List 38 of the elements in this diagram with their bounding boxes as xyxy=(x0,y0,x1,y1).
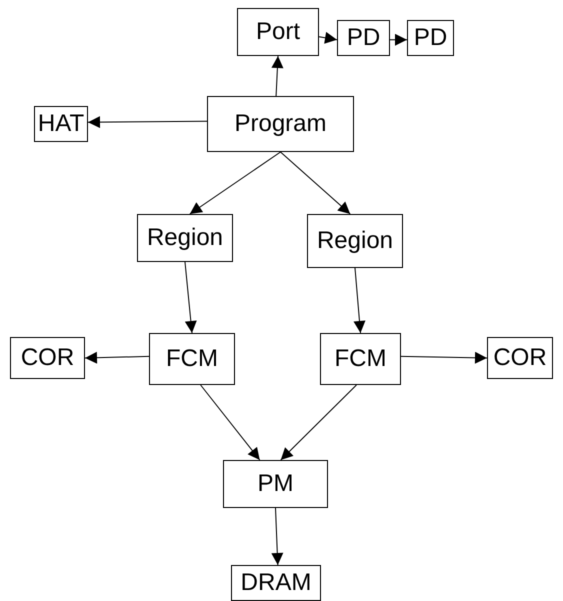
arrow xyxy=(280,152,351,214)
process-box xyxy=(149,333,235,385)
arrow xyxy=(390,34,408,46)
box-label: Port xyxy=(256,18,300,46)
box-label: PD xyxy=(346,24,380,52)
process-box xyxy=(10,337,85,379)
arrow xyxy=(354,268,366,334)
process-box xyxy=(207,96,354,152)
box-label: PD xyxy=(414,24,448,52)
process-box xyxy=(337,20,390,56)
process-box xyxy=(320,333,401,385)
box-label: DRAM xyxy=(240,569,312,597)
box-label: HAT xyxy=(38,110,84,138)
box-label: PM xyxy=(258,470,294,498)
arrow xyxy=(271,508,284,566)
arrow xyxy=(271,56,284,96)
process-box xyxy=(137,214,233,262)
box-label: Region xyxy=(316,227,394,255)
arrow xyxy=(189,152,281,214)
box-label: FCM xyxy=(166,345,218,373)
arrow xyxy=(400,352,488,364)
arrow xyxy=(280,384,357,460)
box-label: Region xyxy=(146,224,224,252)
arrow xyxy=(318,32,338,44)
process-box xyxy=(223,460,328,508)
process-box xyxy=(487,337,553,379)
box-label: Program xyxy=(234,110,327,138)
arrow xyxy=(200,384,260,460)
box-label: COR xyxy=(20,344,74,372)
process-box xyxy=(407,20,454,56)
box-label: COR xyxy=(493,344,547,372)
box-label: FCM xyxy=(334,345,386,373)
arrow xyxy=(184,262,197,334)
arrow xyxy=(88,116,208,128)
process-box xyxy=(237,8,319,56)
process-box xyxy=(231,565,321,601)
arrow xyxy=(84,352,150,364)
process-box xyxy=(307,214,403,268)
